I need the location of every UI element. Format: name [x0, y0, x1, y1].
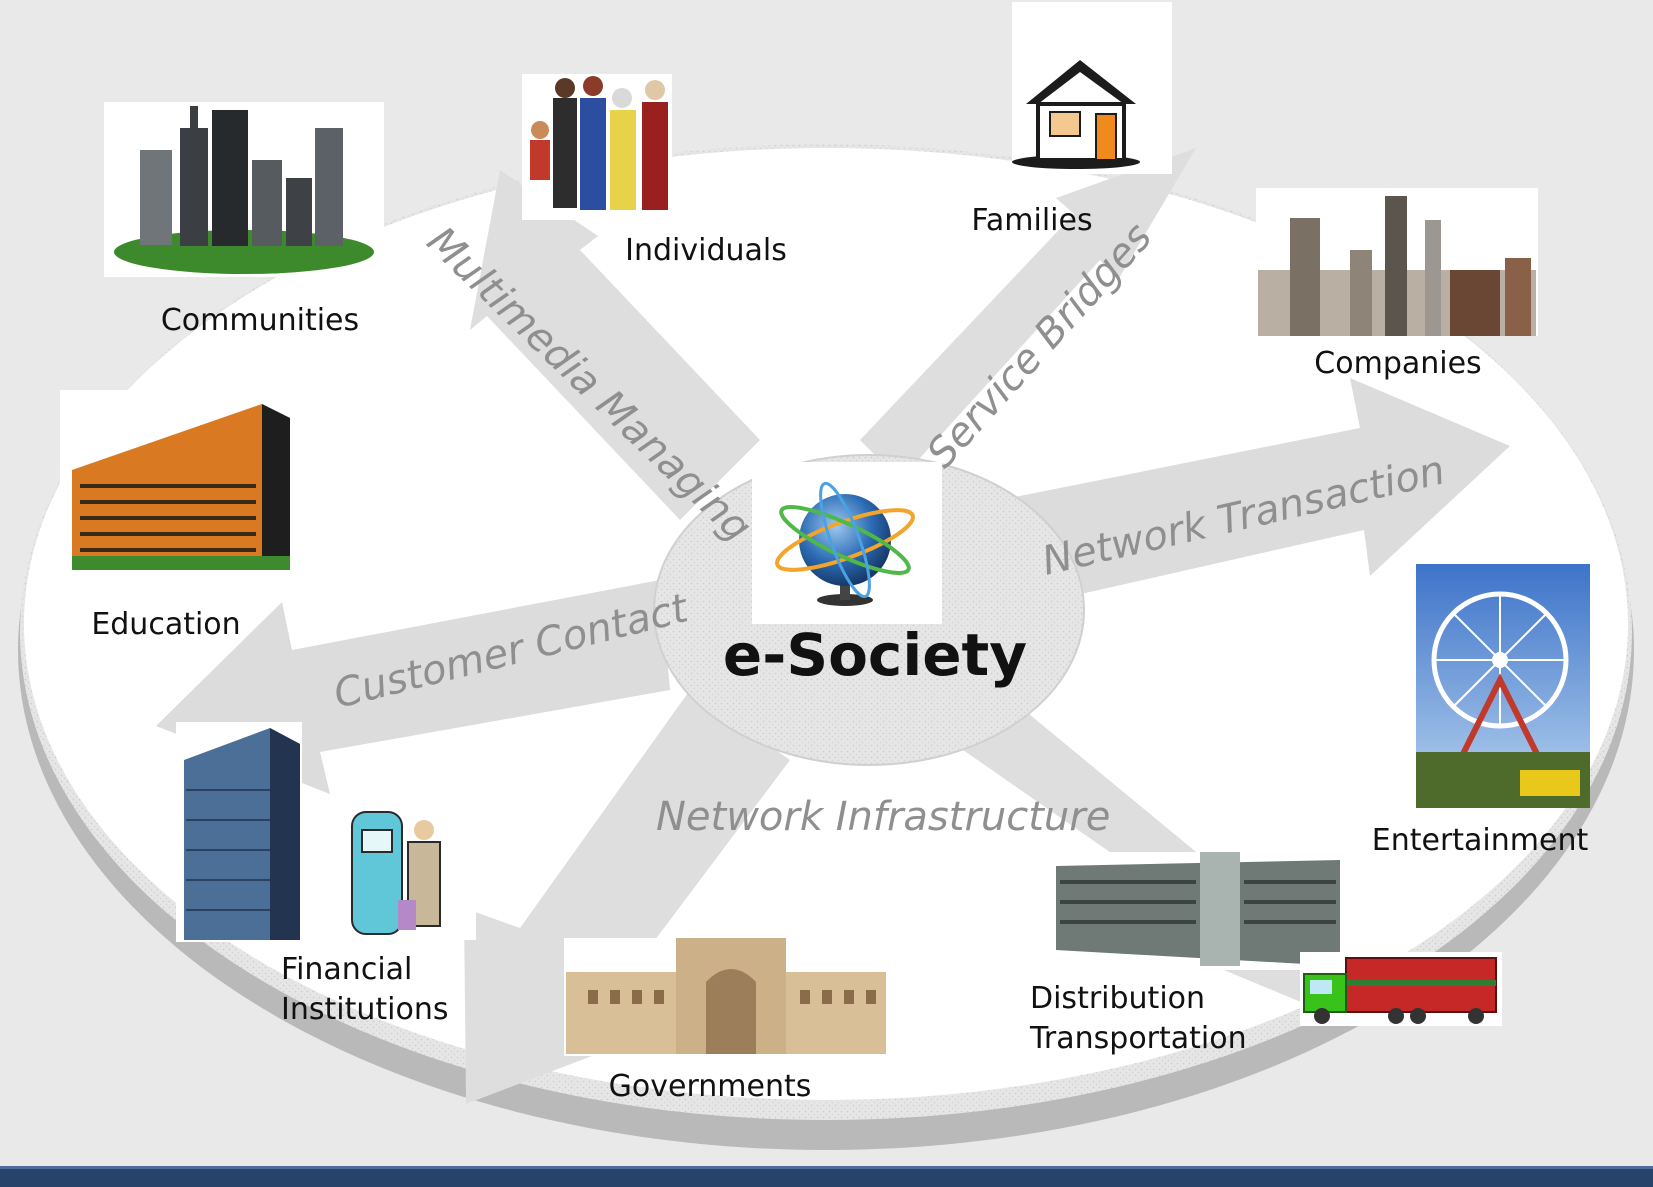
label-governments: Governments: [609, 1069, 812, 1104]
label-financial-line1: Financial: [281, 952, 412, 987]
entertainment-image: [1416, 564, 1590, 808]
atm-user-image: [346, 810, 476, 940]
warehouse-image: [1054, 852, 1340, 970]
governments-image: [564, 938, 888, 1056]
globe-icon: [775, 481, 915, 606]
arrow-multimedia-managing: [470, 170, 760, 520]
truck-image: [1300, 952, 1502, 1026]
center-hub: e-Society: [653, 454, 1085, 766]
label-families: Families: [971, 203, 1092, 238]
label-education: Education: [91, 607, 240, 642]
label-communities: Communities: [161, 303, 359, 338]
arrow-service-bridges: [860, 148, 1196, 480]
label-individuals: Individuals: [625, 233, 787, 268]
education-image: [60, 390, 300, 576]
communities-image: [104, 102, 384, 277]
companies-image: [1256, 188, 1538, 336]
financial-tower-image: [176, 722, 302, 942]
label-distribution-line1: Distribution: [1030, 981, 1205, 1016]
arrow-network-infrastructure: [464, 690, 1330, 1104]
arrow-network-transaction: [1000, 378, 1510, 610]
families-image: [1012, 2, 1172, 174]
label-financial-line2: Institutions: [281, 992, 448, 1027]
footer-bar: [0, 1166, 1653, 1187]
label-distribution-line2: Transportation: [1029, 1021, 1247, 1056]
label-entertainment: Entertainment: [1372, 823, 1589, 858]
individuals-image: [522, 74, 672, 220]
center-title: e-Society: [723, 621, 1027, 689]
label-companies: Companies: [1314, 346, 1481, 381]
label-network-infrastructure: Network Infrastructure: [656, 794, 1110, 840]
